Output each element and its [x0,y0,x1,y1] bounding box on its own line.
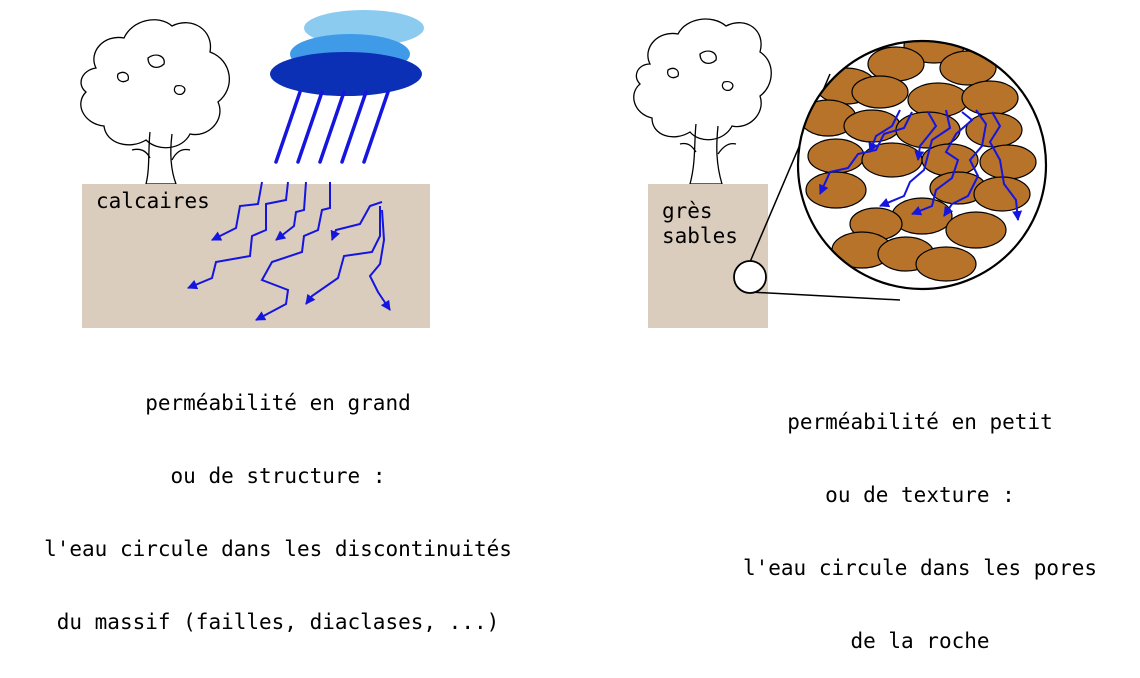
left-caption-line-1: perméabilité en grand [145,390,411,415]
grain-icon [973,176,1031,212]
grain-icon [915,246,977,282]
rock-label-calcaires: calcaires [96,189,210,213]
grain-icon [965,112,1023,148]
grain-icon [979,144,1037,180]
grain-icon [851,75,909,109]
left-panel: calcaires [80,10,430,328]
limestone-block [82,184,430,328]
right-caption-line-4: de la roche [850,628,990,653]
tree-icon [80,19,230,185]
right-panel: grès sables [633,18,1048,328]
water-flow-arrow-icon [819,109,1023,221]
permeability-diagram: calcaires [80,10,1048,328]
rock-label-sables: sables [662,224,738,248]
left-caption-line-3: l'eau circule dans les discontinuités [44,536,512,561]
tree-icon [633,18,772,185]
rock-label-gres: grès [662,199,713,223]
grain-icon [939,50,997,86]
grain-icon [961,80,1019,116]
left-caption-line-2: ou de structure : [170,463,386,488]
sandstone-block [648,184,768,328]
rain-icon [274,90,390,164]
right-caption-line-3: l'eau circule dans les pores [742,555,1097,580]
grain-icon [805,171,867,209]
grain-icon [945,211,1007,249]
left-caption-line-4: du massif (failles, diaclases, ...) [56,609,500,634]
grain-icon [907,82,969,118]
right-caption-line-2: ou de texture : [825,482,1015,507]
water-flow-arrow-icon [187,181,391,321]
right-caption-line-1: perméabilité en petit [787,409,1053,434]
magnifier-circle-small [733,260,767,294]
left-caption: perméabilité en grand ou de structure : … [0,342,556,659]
cloud-icon [270,10,424,96]
right-caption: perméabilité en petit ou de texture : l'… [730,361,1110,678]
